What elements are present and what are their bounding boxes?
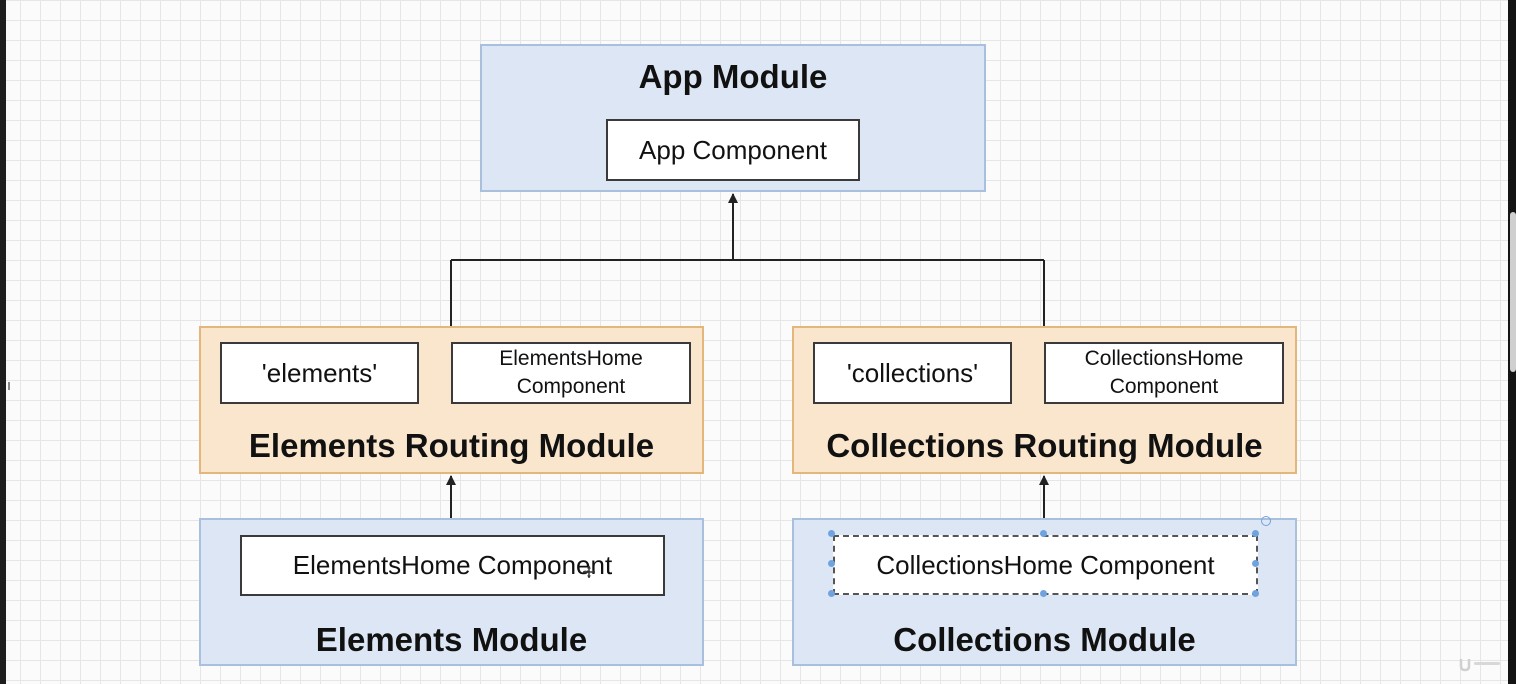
app-component-box[interactable]: App Component [606,119,860,181]
selection-handle-top-middle[interactable] [1040,530,1047,537]
collections-routing-module-title: Collections Routing Module [826,427,1263,464]
collections-route-target-line2: Component [1109,375,1219,398]
move-cursor-icon [583,566,595,578]
elements-route-target-line2: Component [516,375,626,398]
window-left-edge [0,0,6,684]
app-module[interactable]: App Module App Component [480,44,986,192]
elements-route-label: 'elements' [261,357,378,388]
elements-routing-module[interactable]: 'elements' ElementsHome Component Elemen… [199,326,704,474]
collections-home-component-label: CollectionsHome Component [876,549,1215,580]
elements-routing-module-title: Elements Routing Module [248,427,655,464]
selection-handle-middle-left[interactable] [828,560,835,567]
elements-module[interactable]: ElementsHome Component Elements Module [199,518,704,666]
collections-module-title: Collections Module [893,621,1196,658]
selection-handle-top-right[interactable] [1252,530,1259,537]
app-component-label: App Component [639,134,827,165]
elements-route-target-line1: ElementsHome [499,347,643,370]
selection-handle-bottom-middle[interactable] [1040,590,1047,597]
routing-modules-to-app-connector[interactable] [450,193,1045,328]
selection-handle-bottom-right[interactable] [1252,590,1259,597]
elements-route-box[interactable]: 'elements' [220,342,419,404]
ruler-marker [8,382,10,390]
collections-routing-module[interactable]: 'collections' CollectionsHome Component … [792,326,1297,474]
collections-route-box[interactable]: 'collections' [813,342,1012,404]
elements-home-component-box[interactable]: ElementsHome Component [240,535,665,596]
scrollbar-thumb[interactable] [1510,212,1516,372]
collections-route-label: 'collections' [846,357,979,388]
selection-handle-top-left[interactable] [828,530,835,537]
elements-route-target-box[interactable]: ElementsHome Component [451,342,691,404]
app-module-title: App Module [638,58,828,95]
udemy-logo-icon [1459,659,1500,672]
selection-handle-bottom-left[interactable] [828,590,835,597]
collections-route-target-box[interactable]: CollectionsHome Component [1044,342,1284,404]
selection-handle-middle-right[interactable] [1252,560,1259,567]
collections-route-target-line1: CollectionsHome [1084,347,1244,370]
elements-home-component-label: ElementsHome Component [292,550,613,580]
elements-module-title: Elements Module [315,621,588,658]
rotate-handle-icon[interactable] [1261,516,1271,526]
collections-home-component-box[interactable]: CollectionsHome Component [833,535,1258,595]
